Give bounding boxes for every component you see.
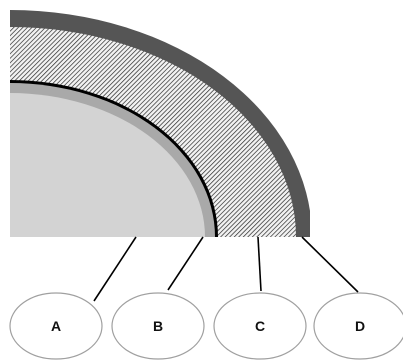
label-oval-c	[213, 292, 307, 360]
label-text-a: A	[51, 318, 61, 334]
leader-lines	[93, 236, 359, 302]
label-oval-a	[9, 292, 103, 360]
label-text-b: B	[153, 318, 163, 334]
leader-line-d	[301, 236, 359, 293]
inner-core-region	[10, 93, 205, 237]
label-b: B	[111, 292, 205, 360]
label-d: D	[313, 292, 403, 360]
leader-line-c	[257, 236, 262, 292]
label-c: C	[213, 292, 307, 360]
label-oval-b	[111, 292, 205, 360]
leader-line-b	[167, 236, 204, 291]
label-oval-d	[313, 292, 403, 360]
layer-stack	[10, 10, 310, 237]
label-ovals: A B C D	[9, 292, 403, 360]
leader-line-a	[93, 236, 137, 302]
label-a: A	[9, 292, 103, 360]
label-text-d: D	[355, 318, 365, 334]
label-text-c: C	[255, 318, 265, 334]
